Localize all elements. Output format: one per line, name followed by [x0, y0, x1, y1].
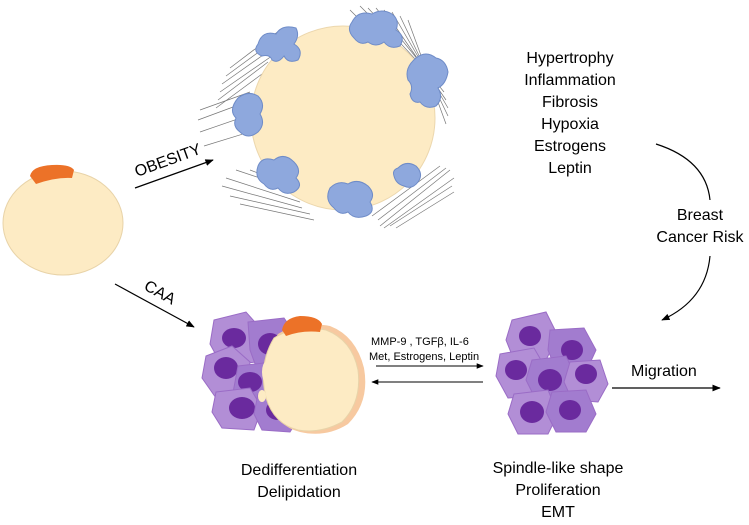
- caa-feature-delipidation: Delipidation: [257, 484, 341, 501]
- obesity-label: OBESITY: [133, 141, 204, 181]
- factor-hypertrophy: Hypertrophy: [526, 50, 613, 67]
- cancer-nucleus-icon: [229, 397, 255, 419]
- cancer-nucleus-icon: [520, 401, 544, 423]
- cancer-nucleus-icon: [519, 326, 541, 346]
- macrophage-icon: [232, 92, 264, 137]
- caa-nucleus-icon: [282, 316, 322, 336]
- caa-cluster: [201, 311, 366, 434]
- macrophage-cluster: [232, 10, 449, 218]
- adipocyte-nucleus-icon: [30, 164, 74, 184]
- risk-curve-bottom-icon: [661, 255, 711, 321]
- secreted-factors-line2: Met, Estrogens, Leptin: [369, 351, 479, 363]
- tumor-feature-proliferation: Proliferation: [515, 482, 600, 499]
- lipid-droplet-icon: [262, 362, 270, 382]
- tumor-feature-emt: EMT: [541, 504, 575, 520]
- obesity-factors-list: Hypertrophy Inflammation Fibrosis Hypoxi…: [524, 50, 616, 177]
- migration-label: Migration: [631, 363, 697, 380]
- macrophage-icon: [406, 53, 449, 108]
- factor-inflammation: Inflammation: [524, 72, 616, 89]
- cancer-nucleus-icon: [559, 400, 581, 420]
- caa-arrow: [114, 283, 195, 328]
- risk-label-line1: Breast: [677, 207, 724, 224]
- cancer-nucleus-icon: [238, 372, 262, 392]
- tumor-cluster: [495, 311, 609, 435]
- obesity-arrow: [134, 159, 214, 189]
- cancer-nucleus-icon: [575, 364, 597, 384]
- normal-adipocyte: [2, 164, 124, 276]
- factor-hypoxia: Hypoxia: [541, 116, 599, 133]
- cancer-nucleus-icon: [505, 360, 527, 380]
- factor-fibrosis: Fibrosis: [542, 94, 598, 111]
- macrophage-icon: [348, 10, 403, 48]
- factor-estrogens: Estrogens: [534, 138, 606, 155]
- obese-adipocyte: [197, 5, 455, 229]
- secreted-factors-line1: MMP-9 , TGFβ, IL-6: [371, 336, 469, 348]
- macrophage-icon: [255, 26, 301, 62]
- delipidated-adipocyte: [258, 316, 366, 434]
- caa-label: CAA: [141, 278, 178, 309]
- lipid-droplet-icon: [258, 390, 266, 402]
- risk-label-line2: Cancer Risk: [656, 229, 744, 246]
- macrophage-icon: [393, 162, 422, 188]
- risk-curve-top-icon: [655, 143, 711, 201]
- tumor-feature-spindle: Spindle-like shape: [493, 460, 624, 477]
- factor-leptin: Leptin: [548, 160, 592, 177]
- cancer-nucleus-icon: [222, 328, 246, 348]
- cancer-nucleus-icon: [538, 369, 562, 391]
- cancer-nucleus-icon: [561, 340, 583, 360]
- cancer-nucleus-icon: [214, 357, 238, 379]
- macrophage-icon: [327, 180, 374, 218]
- caa-feature-dedifferentiation: Dedifferentiation: [241, 462, 357, 479]
- macrophage-icon: [256, 156, 300, 194]
